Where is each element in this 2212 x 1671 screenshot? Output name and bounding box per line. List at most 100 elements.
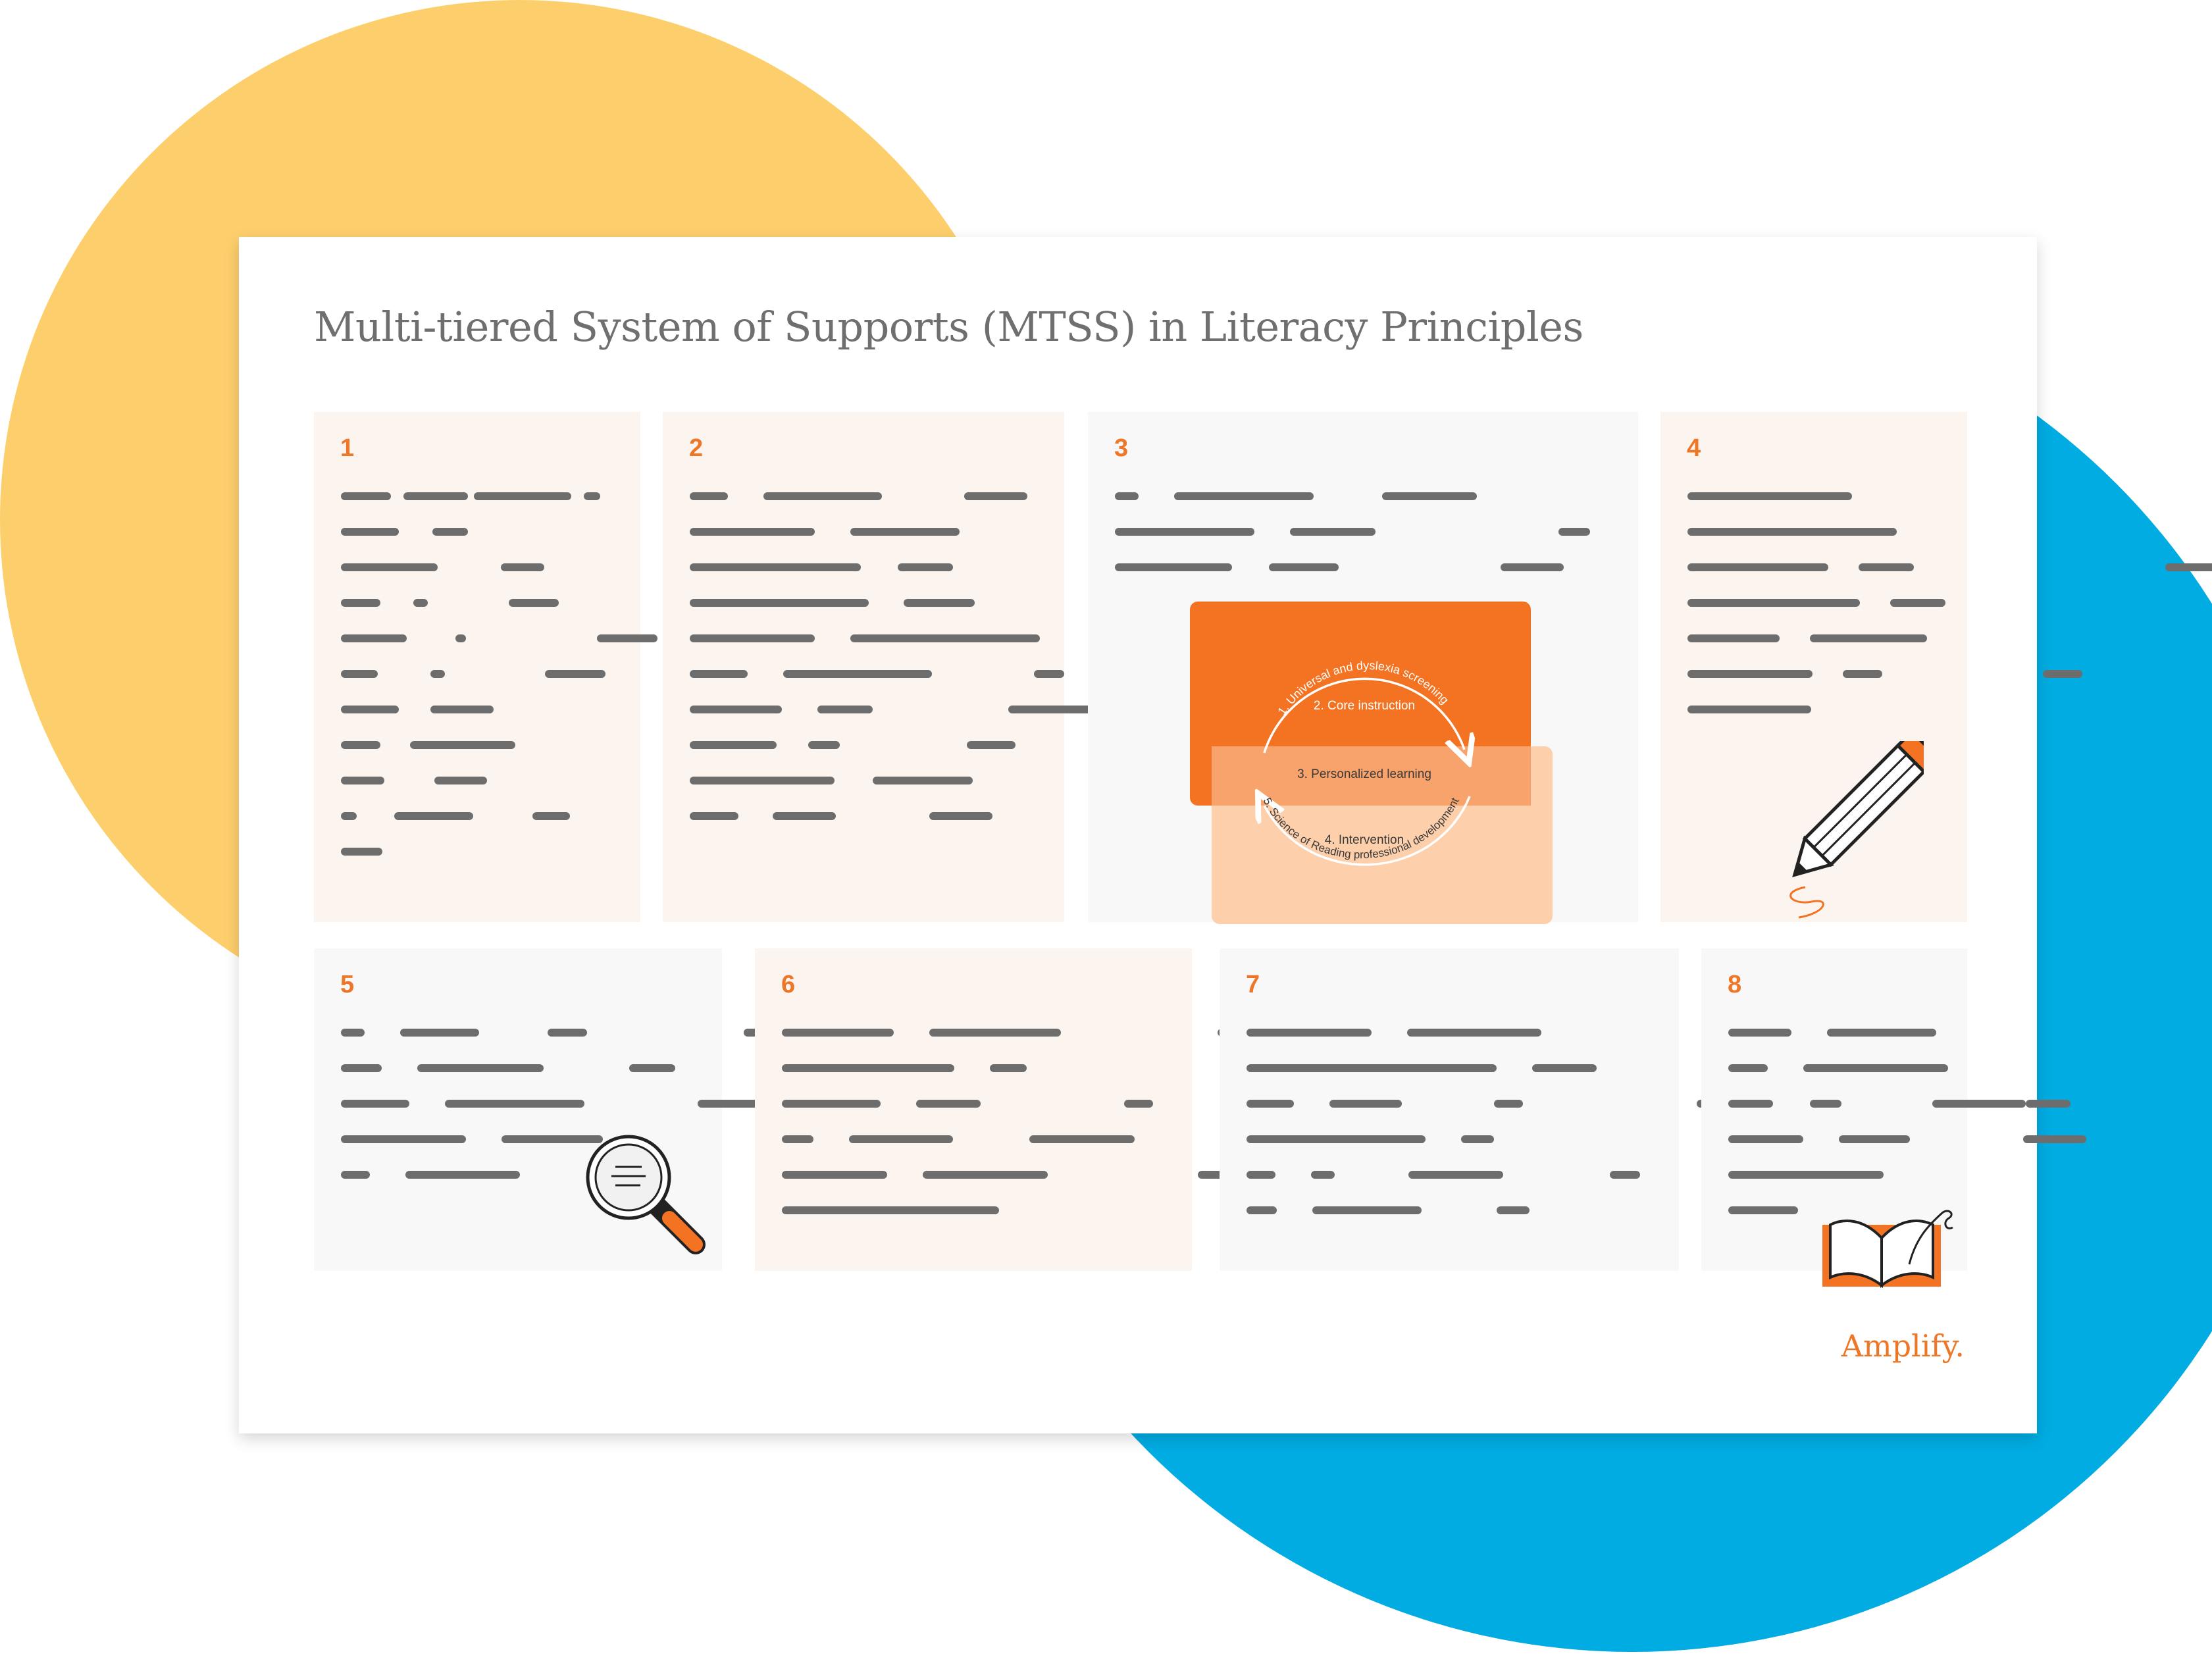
placeholder-text-line (1890, 599, 1945, 607)
placeholder-text-line (341, 812, 357, 820)
placeholder-text-line (1728, 1029, 1791, 1037)
placeholder-text-line (1728, 1100, 1773, 1108)
placeholder-text-line (1728, 1064, 1768, 1072)
placeholder-text-line (1687, 563, 1828, 571)
placeholder-text-line (1382, 492, 1477, 500)
placeholder-text-line (417, 1064, 544, 1072)
placeholder-text-line (849, 1135, 953, 1143)
principle-card-8: 8 (1701, 948, 2086, 1289)
placeholder-text-line (2043, 670, 2082, 678)
placeholder-text-line (1174, 492, 1314, 500)
placeholder-text-line (1115, 528, 1254, 536)
placeholder-text-line (2026, 1100, 2071, 1108)
placeholder-text-line (783, 670, 932, 678)
placeholder-text-line (474, 492, 571, 500)
placeholder-text-line (817, 706, 873, 713)
placeholder-text-line (341, 741, 380, 749)
placeholder-text-line (341, 777, 384, 784)
placeholder-text-line (509, 599, 559, 607)
placeholder-text-line (341, 1171, 370, 1179)
placeholder-text-line (782, 1029, 894, 1037)
placeholder-text-line (434, 777, 487, 784)
placeholder-text-line (1497, 1206, 1530, 1214)
placeholder-text-line (430, 706, 494, 713)
placeholder-text-line (690, 528, 815, 536)
placeholder-text-line (782, 1100, 881, 1108)
placeholder-text-line (548, 1029, 587, 1037)
placeholder-text-line (341, 1064, 382, 1072)
placeholder-text-line (400, 1029, 479, 1037)
placeholder-text-line (405, 1171, 520, 1179)
placeholder-text-line (341, 670, 378, 678)
placeholder-text-line (1827, 1029, 1936, 1037)
placeholder-text-line (1408, 1171, 1503, 1179)
placeholder-text-line (904, 599, 975, 607)
placeholder-text-line (690, 812, 738, 820)
placeholder-text-line (1803, 1064, 1948, 1072)
cycle-arrow-top (1263, 677, 1464, 753)
placeholder-text-line (782, 1171, 887, 1179)
placeholder-text-line (1124, 1100, 1153, 1108)
principle-card-5: 5 (314, 948, 1110, 1271)
placeholder-text-line (1843, 670, 1882, 678)
placeholder-text-line (341, 599, 380, 607)
placeholder-text-line (1728, 1206, 1798, 1214)
placeholder-text-line (1247, 1206, 1277, 1214)
placeholder-text-line (394, 812, 473, 820)
placeholder-text-line (1501, 563, 1564, 571)
placeholder-text-line (2165, 563, 2212, 571)
card-number: 1 (340, 434, 355, 462)
diagram-label-core: 2. Core instruction (1314, 699, 1415, 713)
principles-document: Multi-tiered System of Supports (MTSS) i… (239, 237, 2212, 1433)
amplify-logo: Amplify. (1841, 1328, 1965, 1364)
placeholder-text-line (341, 492, 391, 500)
placeholder-text-line (341, 706, 399, 713)
placeholder-text-line (690, 741, 777, 749)
open-book-icon (1822, 1210, 1953, 1289)
placeholder-text-line (873, 777, 973, 784)
placeholder-text-line (1839, 1135, 1910, 1143)
placeholder-text-line (410, 741, 515, 749)
placeholder-text-line (2035, 1135, 2086, 1143)
mtss-cycle-diagram: 1. Universal and dyslexia screening 2. C… (1190, 602, 1553, 924)
placeholder-text-line (1461, 1135, 1494, 1143)
placeholder-text-line (1687, 492, 1852, 500)
placeholder-text-line (597, 634, 657, 642)
principle-card-4: 4 (1660, 412, 2082, 922)
placeholder-text-line (501, 563, 544, 571)
placeholder-text-line (773, 812, 836, 820)
placeholder-text-line (898, 563, 953, 571)
placeholder-text-line (782, 1064, 954, 1072)
placeholder-text-line (1034, 670, 1064, 678)
placeholder-text-line (1269, 563, 1339, 571)
placeholder-text-line (929, 1029, 1061, 1037)
placeholder-text-line (1407, 1029, 1541, 1037)
placeholder-text-line (1859, 563, 1914, 571)
placeholder-text-line (1728, 1171, 1884, 1179)
placeholder-text-line (1247, 1100, 1294, 1108)
placeholder-text-line (967, 741, 1016, 749)
placeholder-text-line (1810, 634, 1927, 642)
placeholder-text-line (763, 492, 882, 500)
placeholder-text-line (990, 1064, 1027, 1072)
card-number: 5 (340, 971, 355, 998)
placeholder-text-line (808, 741, 840, 749)
placeholder-text-line (1687, 634, 1780, 642)
placeholder-text-line (629, 1064, 675, 1072)
principle-card-3: 3 1. Universal and dyslexia screening 2.… (1088, 412, 2212, 924)
placeholder-text-line (341, 563, 438, 571)
placeholder-text-line (545, 670, 605, 678)
placeholder-text-line (1312, 1206, 1422, 1214)
placeholder-text-line (1687, 706, 1811, 713)
page-title: Multi-tiered System of Supports (MTSS) i… (314, 303, 1583, 351)
placeholder-text-line (1329, 1100, 1402, 1108)
principle-card-2: 2 (663, 412, 1244, 922)
placeholder-text-line (584, 492, 600, 500)
principle-card-7: 7 (1220, 948, 2086, 1271)
card-number: 4 (1687, 434, 1701, 462)
placeholder-text-line (690, 706, 782, 713)
placeholder-text-line (782, 1135, 813, 1143)
placeholder-text-line (341, 528, 399, 536)
placeholder-text-line (850, 528, 960, 536)
placeholder-text-line (430, 670, 445, 678)
